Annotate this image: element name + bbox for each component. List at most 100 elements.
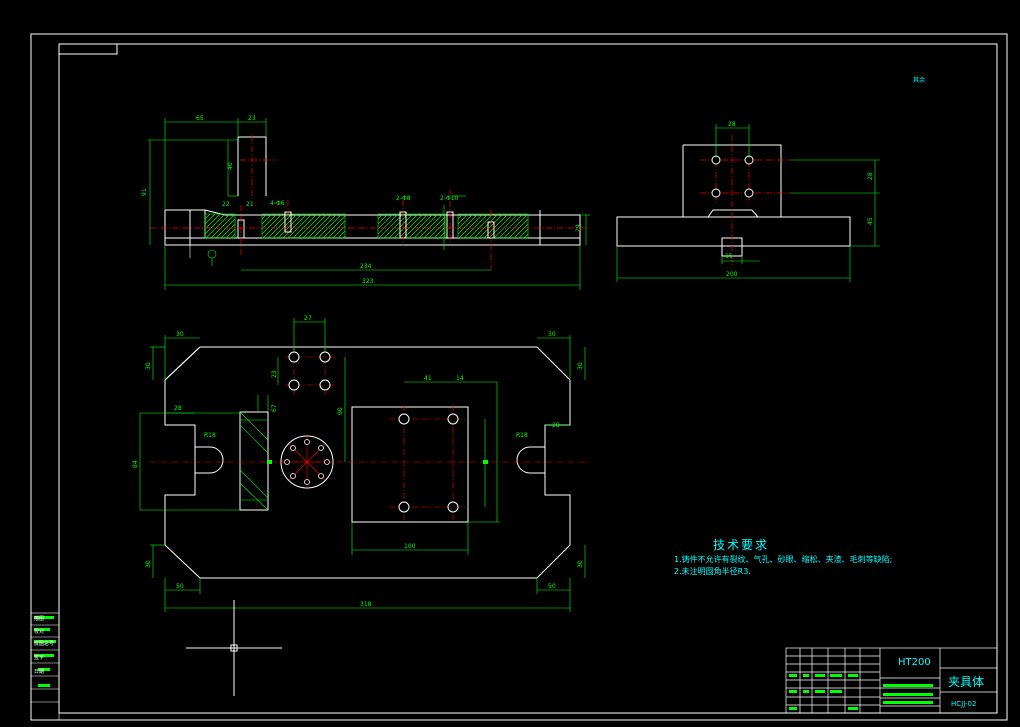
inner-frame (58, 43, 998, 714)
hatch-line (297, 213, 323, 239)
svg-text:30: 30 (145, 560, 152, 568)
svg-text:90: 90 (337, 407, 344, 415)
svg-text:签字: 签字 (34, 654, 44, 661)
tech-requirements-title: 技术要求 (713, 538, 770, 552)
svg-text:234: 234 (360, 263, 372, 270)
svg-text:22: 22 (222, 201, 230, 208)
hatch-line (468, 213, 494, 239)
hatch-line (413, 213, 439, 239)
hatch-line (225, 228, 236, 239)
svg-text:65: 65 (196, 115, 204, 122)
title-block-fill (789, 674, 933, 710)
hatch-line (205, 213, 231, 239)
hatch-line (282, 213, 308, 239)
hatch-line (261, 213, 273, 225)
svg-text:28: 28 (174, 405, 182, 412)
svg-text:84: 84 (132, 460, 139, 468)
hatch-line (473, 213, 499, 239)
hatch-line (457, 213, 479, 235)
svg-text:23: 23 (271, 370, 278, 378)
hatch-line (210, 213, 236, 239)
hatch-line (503, 213, 529, 239)
hatch-line (377, 213, 399, 235)
hatch-line (261, 213, 268, 220)
hatch-line (408, 213, 434, 239)
svg-text:14: 14 (456, 375, 464, 382)
hatch-line (262, 213, 288, 239)
tech-requirement-1: 1.铸件不允许有裂纹、气孔、砂眼、缩松、夹渣、毛刺等缺陷; (674, 555, 893, 564)
hatch-line (204, 213, 216, 225)
dimension-labels: 65 23 40 91 2-Φ8 2-Φ10 4-Φ6 22 21 234 32… (132, 115, 874, 608)
svg-text:R18: R18 (516, 432, 528, 439)
svg-text:2-Φ8: 2-Φ8 (396, 195, 411, 202)
hatch-line (215, 218, 236, 239)
svg-text:30: 30 (176, 331, 184, 338)
svg-text:R18: R18 (204, 432, 216, 439)
svg-text:30: 30 (577, 362, 584, 370)
hatch-line (220, 223, 236, 239)
hatch-line (312, 213, 338, 239)
hatch-line (383, 213, 409, 239)
svg-text:323: 323 (362, 278, 374, 285)
svg-text:底图总号: 底图总号 (34, 640, 54, 647)
hatch-line (322, 215, 346, 239)
hatch-line (317, 213, 343, 239)
svg-text:28: 28 (552, 422, 560, 429)
hatch-line (204, 213, 221, 230)
hatch-line (428, 221, 446, 239)
ucs-cursor (186, 600, 282, 696)
hatch-line (204, 213, 226, 235)
svg-text:27: 27 (304, 315, 312, 322)
hatch-line (463, 213, 489, 239)
hatch-line (277, 213, 303, 239)
hatch-line (458, 213, 484, 239)
hatch-line (403, 213, 429, 239)
svg-text:23: 23 (248, 115, 256, 122)
corner-tag (58, 43, 118, 55)
svg-text:67: 67 (271, 404, 278, 412)
svg-text:91: 91 (141, 188, 148, 196)
svg-text:校对: 校对 (34, 628, 44, 635)
material-label: HT200 (898, 657, 931, 668)
svg-text:21: 21 (246, 201, 254, 208)
svg-text:描图: 描图 (34, 615, 44, 622)
svg-text:50: 50 (176, 583, 184, 590)
svg-text:29: 29 (575, 224, 582, 232)
svg-text:45: 45 (867, 217, 874, 225)
part-name: 夹具体 (948, 675, 985, 689)
hatch-line (508, 218, 529, 239)
left-strip-text (34, 616, 56, 687)
hatch-line (488, 213, 514, 239)
hatch-line (398, 213, 424, 239)
hatch-line (230, 233, 236, 239)
hatch-line (342, 235, 346, 239)
svg-text:30: 30 (145, 362, 152, 370)
side-view (616, 124, 880, 282)
hatch-line (457, 213, 464, 220)
hatch-line (377, 213, 394, 230)
hatch-line (498, 213, 524, 239)
hatch-line (307, 213, 333, 239)
hatch-line (378, 213, 404, 239)
tech-requirement-2: 2.未注明圆角半径R3. (674, 567, 751, 576)
svg-text:15: 15 (725, 253, 733, 260)
hatch-line (513, 223, 529, 239)
svg-text:40: 40 (227, 162, 234, 170)
hatch-line (261, 213, 283, 235)
outer-frame (30, 33, 1008, 721)
hatch-line (457, 213, 469, 225)
hatch-line (523, 233, 529, 239)
drawing-number: HCJJ-02 (951, 700, 977, 708)
hatch-line (418, 213, 444, 239)
svg-text:30: 30 (577, 560, 584, 568)
svg-text:28: 28 (728, 121, 736, 128)
hatch-line (423, 216, 446, 239)
hatch-line (327, 220, 346, 239)
hatch-line (267, 213, 293, 239)
hatch-line (337, 230, 346, 239)
hatch-line (377, 213, 384, 220)
hatch-line (433, 226, 446, 239)
hatch-line (287, 213, 313, 239)
svg-text:100: 100 (404, 543, 416, 550)
left-strip-labels: 描图 校对 底图总号 签字 日期 (34, 615, 54, 675)
